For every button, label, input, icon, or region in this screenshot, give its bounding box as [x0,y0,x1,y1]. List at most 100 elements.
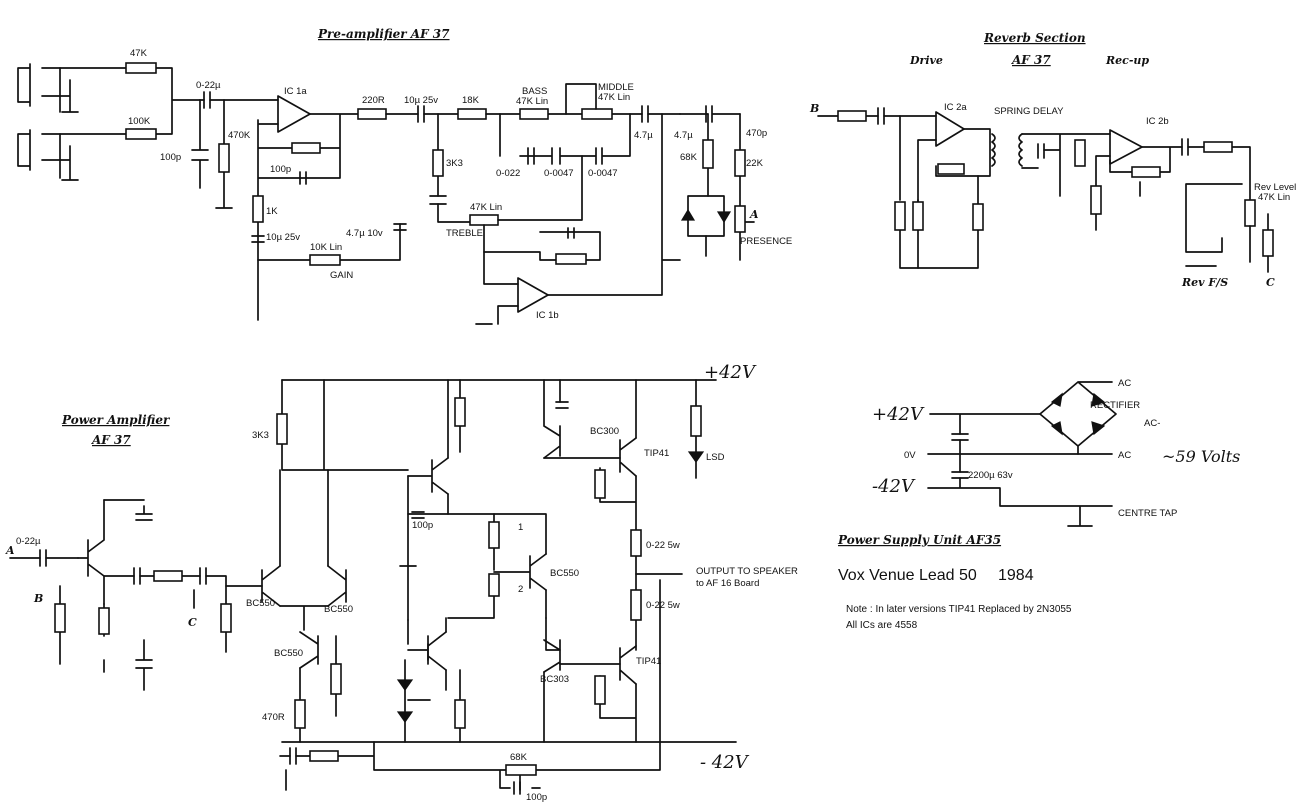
pa-bias-r [330,663,342,695]
reverb-resistor-3 [972,203,984,231]
pa-220k [54,603,66,633]
middle-potentiometer[interactable] [581,108,613,120]
bridge-rectifier[interactable] [1039,381,1117,455]
svg-text:3K3: 3K3 [252,430,269,441]
svg-text:100p: 100p [160,152,181,163]
svg-text:100p: 100p [526,792,547,803]
svg-text:A: A [5,544,15,557]
spring-delay-coil-in [991,133,996,167]
reverb-level-potentiometer[interactable] [1244,199,1256,227]
power-amp-af-label: AF 37 [91,433,131,447]
positive-rail-label: +42V [704,362,757,383]
svg-text:B: B [33,592,43,605]
ac-top-label: AC [1118,378,1131,389]
negative-rail-label: - 42V [700,752,750,773]
model-year: 1984 [998,567,1034,584]
preamp-section: 47K 100K 0-22µ 470K 100p IC 1a 100p 1K 1… [17,48,792,325]
svg-text:10K Lin: 10K Lin [310,242,342,253]
svg-text:10µ 25v: 10µ 25v [266,232,300,243]
svg-text:BC550: BC550 [274,648,303,659]
svg-text:LSD: LSD [706,452,725,463]
gain-potentiometer[interactable] [309,254,341,266]
note-line-2: All ICs are 4558 [846,620,918,631]
svg-text:IC 2a: IC 2a [944,102,967,113]
svg-text:100p: 100p [412,520,433,531]
reverb-r1k [1090,185,1102,215]
reverb-title: Reverb Section [983,31,1086,45]
resistor-47k [125,62,157,74]
transistor-bc300 [407,457,449,495]
svg-text:Rev Level: Rev Level [1254,182,1296,193]
bass-potentiometer[interactable] [519,108,549,120]
psu-title: Power Supply Unit AF35 [837,533,1001,547]
svg-text:2: 2 [518,584,523,595]
input-jack-2 [17,129,79,181]
opamp-ic1a [277,95,311,133]
output-resistor-top [630,529,642,557]
pa-10k [153,570,183,582]
svg-text:1K: 1K [266,206,278,217]
reverb-resistor-2 [912,201,924,231]
svg-text:BC550: BC550 [550,568,579,579]
opamp-ic2a [935,111,965,147]
pa-68r-top [454,397,466,427]
ac-volts-annotation: ~59 Volts [1162,447,1240,466]
svg-text:470p: 470p [746,128,767,139]
svg-text:4.7µ: 4.7µ [674,130,693,141]
svg-text:Rev F/S: Rev F/S [1181,276,1228,289]
svg-text:BC300: BC300 [590,426,619,437]
treble-potentiometer[interactable] [469,214,499,226]
resistor-100k [125,128,157,140]
pa-bias-r2 [488,573,500,597]
reverb-resistor-1 [894,201,906,231]
svg-text:0-22 5w: 0-22 5w [646,600,680,611]
svg-text:3K3: 3K3 [446,158,463,169]
rev-footswitch [1185,183,1243,267]
svg-text:BASS: BASS [522,86,547,97]
svg-text:IC 1b: IC 1b [536,310,559,321]
resistor-feedback-100k [291,142,321,154]
preamp-title: Pre-amplifier AF 37 [317,27,450,41]
svg-text:0-22µ: 0-22µ [16,536,41,547]
reverb-recovery-resistor [1074,139,1086,167]
output-label: OUTPUT TO SPEAKER [696,566,798,577]
resistor-1k [252,195,264,223]
resistor-220r [357,108,387,120]
svg-text:4.7µ 10v: 4.7µ 10v [346,228,383,239]
resistor-3k3 [432,149,444,177]
svg-text:220R: 220R [362,95,385,106]
opamp-ic2b [1109,129,1143,165]
power-amp-title: Power Amplifier [61,413,171,427]
svg-text:100p: 100p [270,164,291,175]
svg-text:to AF 16 Board: to AF 16 Board [696,578,759,589]
svg-text:CENTRE TAP: CENTRE TAP [1118,508,1177,519]
svg-text:GAIN: GAIN [330,270,353,281]
diode-2 [716,211,732,224]
resistor-18k [457,108,487,120]
svg-text:0-0047: 0-0047 [588,168,618,179]
reverb-input-resistor [837,110,867,122]
svg-text:0-22µ: 0-22µ [196,80,221,91]
svg-text:4.7µ: 4.7µ [634,130,653,141]
svg-text:47K Lin: 47K Lin [598,92,630,103]
pa-3k3 [276,413,288,445]
resistor-22k [734,149,746,177]
svg-text:47K Lin: 47K Lin [1258,192,1290,203]
power-amp-section: +42V - 42V A 0-22µ B C BC550 BC550 3K3 B… [5,362,798,803]
presence-potentiometer[interactable] [734,205,746,233]
resistor-68k [702,139,714,169]
svg-text:68K: 68K [680,152,698,163]
reverb-feedback-resistor [937,163,965,175]
reverb-feedback-r [1131,166,1161,178]
transistor-bc550-b [327,565,347,607]
svg-text:18K: 18K [462,95,480,106]
pa-input-resistor [98,607,110,635]
svg-text:IC 1a: IC 1a [284,86,307,97]
pa-470r [294,699,306,729]
psu-zero-label: 0V [904,450,916,461]
svg-text:MIDDLE: MIDDLE [598,82,634,93]
reverb-drive-label: Drive [909,54,943,67]
psu-section: +42V -42V 0V 2200µ 63v RECTIFIER AC AC- … [872,378,1240,527]
diode-1 [680,208,696,221]
